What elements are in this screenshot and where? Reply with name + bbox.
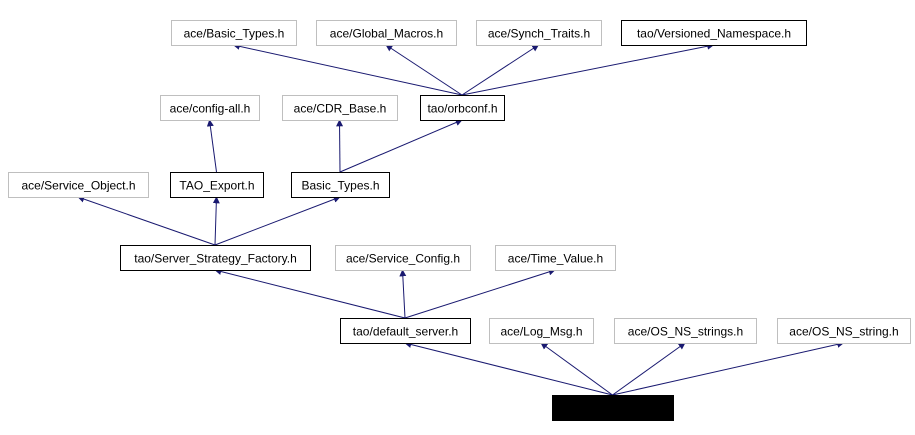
node-box <box>614 318 757 344</box>
node-box <box>495 245 616 271</box>
node-service-config: ace/Service_Config.h <box>335 245 471 271</box>
node-label: Basic_Types.h <box>301 179 379 193</box>
node-label: ace/Global_Macros.h <box>330 27 443 41</box>
edge-orbconf-to-synch-traits <box>461 44 540 96</box>
node-cdr-base: ace/CDR_Base.h <box>282 95 398 121</box>
node-default-server-cpp[interactable]: default_server.cpp <box>552 395 674 421</box>
node-label: tao/orbconf.h <box>427 102 497 116</box>
node-label: TAO_Export.h <box>179 179 254 193</box>
edge-basic-types-to-orbconf <box>339 119 463 173</box>
edge-default-server-cpp-to-os-ns-string <box>612 340 845 396</box>
edge-server-strategy-factory-to-tao-export <box>212 196 220 246</box>
node-label: ace/Log_Msg.h <box>500 325 582 339</box>
node-box <box>316 20 457 46</box>
edge-tao-export-to-config-all <box>206 119 217 173</box>
node-label: tao/Versioned_Namespace.h <box>637 27 791 41</box>
node-basic-types[interactable]: Basic_Types.h <box>291 172 390 198</box>
node-service-object: ace/Service_Object.h <box>8 172 149 198</box>
node-box <box>171 20 297 46</box>
edge-default-server-cpp-to-log-msg <box>540 342 613 396</box>
node-synch-traits: ace/Synch_Traits.h <box>476 20 602 46</box>
node-os-ns-strings: ace/OS_NS_strings.h <box>614 318 757 344</box>
edges-layer <box>77 42 845 396</box>
node-label: ace/OS_NS_string.h <box>789 325 898 339</box>
edge-default-server-h-to-time-value <box>404 268 556 319</box>
edge-default-server-h-to-server-strategy-factory <box>214 268 406 319</box>
node-label: ace/Service_Config.h <box>346 252 460 266</box>
node-box <box>476 20 602 46</box>
node-box <box>777 318 911 344</box>
edge-server-strategy-factory-to-basic-types <box>214 195 341 246</box>
node-log-msg: ace/Log_Msg.h <box>489 318 594 344</box>
node-label: ace/Synch_Traits.h <box>488 27 590 41</box>
nodes-layer: ace/Basic_Types.h ace/Global_Macros.h ace/… <box>8 20 911 421</box>
node-box <box>552 395 674 421</box>
node-versioned-ns[interactable]: tao/Versioned_Namespace.h <box>621 20 807 46</box>
node-basic-types-ace: ace/Basic_Types.h <box>171 20 297 46</box>
node-server-strategy-factory[interactable]: tao/Server_Strategy_Factory.h <box>120 245 311 271</box>
node-label: ace/Service_Object.h <box>21 179 135 193</box>
node-box <box>489 318 594 344</box>
edge-server-strategy-factory-to-service-object <box>77 195 216 246</box>
node-box <box>335 245 471 271</box>
node-box <box>8 172 149 198</box>
node-box <box>420 95 505 121</box>
node-config-all: ace/config-all.h <box>160 95 260 121</box>
node-box <box>120 245 311 271</box>
node-box <box>170 172 264 198</box>
edge-default-server-cpp-to-os-ns-strings <box>612 342 686 396</box>
node-label: ace/Time_Value.h <box>508 252 603 266</box>
node-time-value: ace/Time_Value.h <box>495 245 616 271</box>
node-label: ace/OS_NS_strings.h <box>628 325 743 339</box>
edge-orbconf-to-basic-types-ace <box>232 42 463 96</box>
node-orbconf[interactable]: tao/orbconf.h <box>420 95 505 121</box>
node-label: ace/config-all.h <box>170 102 251 116</box>
node-box <box>160 95 260 121</box>
edge-orbconf-to-versioned-ns <box>461 42 715 96</box>
node-label: ace/CDR_Base.h <box>294 102 387 116</box>
node-label: tao/Server_Strategy_Factory.h <box>134 252 297 266</box>
node-label: tao/default_server.h <box>353 325 458 339</box>
node-global-macros: ace/Global_Macros.h <box>316 20 457 46</box>
node-box <box>282 95 398 121</box>
edge-default-server-h-to-service-config <box>399 269 407 319</box>
node-os-ns-string: ace/OS_NS_string.h <box>777 318 911 344</box>
node-tao-export[interactable]: TAO_Export.h <box>170 172 264 198</box>
edge-orbconf-to-global-macros <box>385 44 463 96</box>
node-box <box>340 318 471 344</box>
edge-basic-types-to-cdr-base <box>336 119 344 173</box>
node-label: default_server.cpp <box>564 402 662 416</box>
node-label: ace/Basic_Types.h <box>184 27 285 41</box>
edge-default-server-cpp-to-default-server-h <box>404 341 613 396</box>
node-default-server-h[interactable]: tao/default_server.h <box>340 318 471 344</box>
node-box <box>291 172 390 198</box>
node-box <box>621 20 807 46</box>
